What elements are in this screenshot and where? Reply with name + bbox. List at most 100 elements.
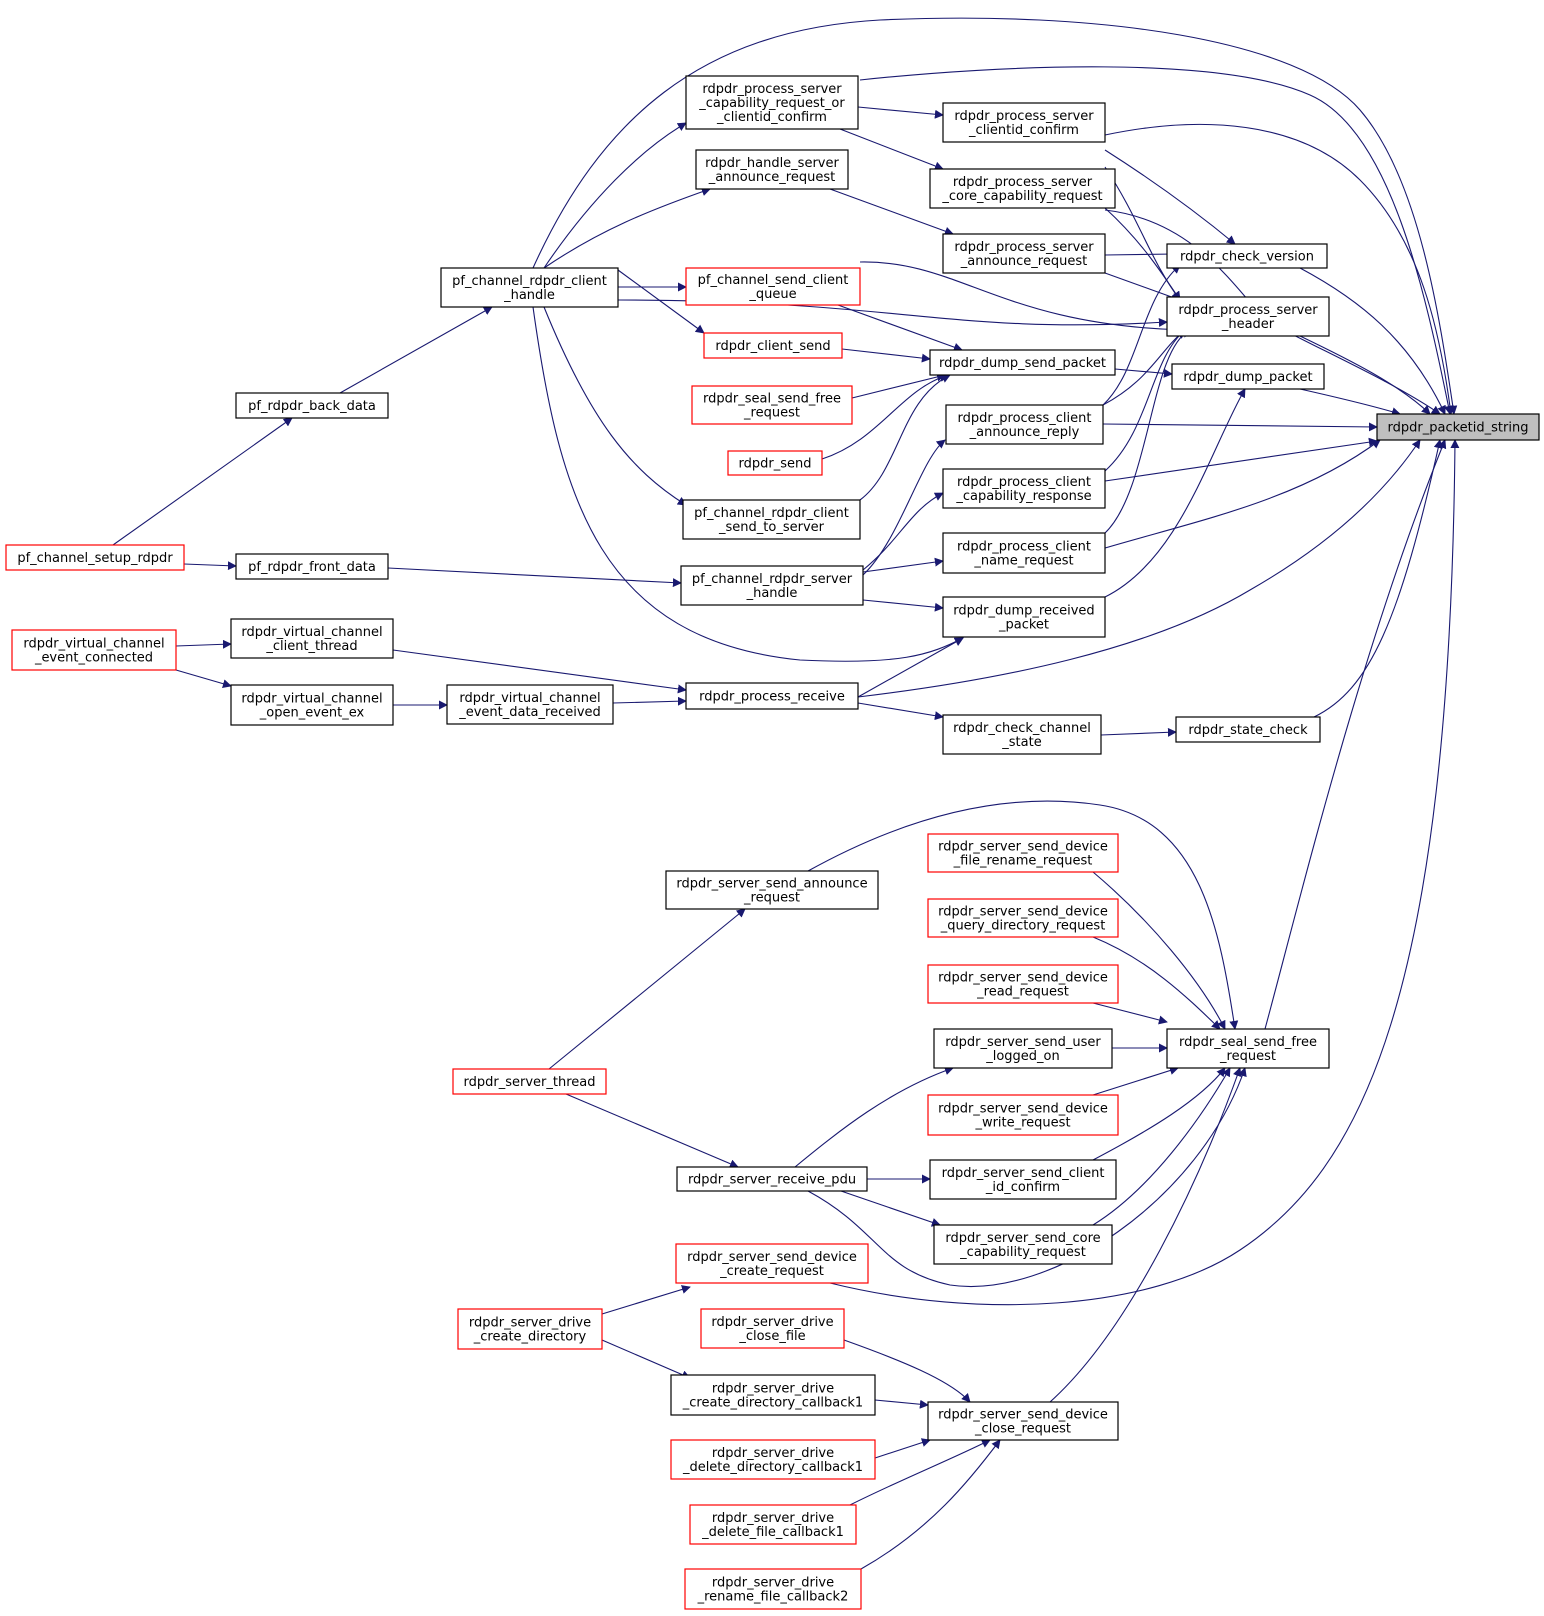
node-rdpdr-process-client-announce-reply[interactable]: rdpdr_process_client_announce_reply: [945, 404, 1104, 445]
node-rdpdr-process-receive[interactable]: rdpdr_process_receive: [685, 682, 859, 710]
node-rdpdr-virtual-channel-event-connected[interactable]: rdpdr_virtual_channel_event_connected: [11, 629, 177, 671]
node-rdpdr-seal-send-free-request-ext[interactable]: rdpdr_seal_send_free_request: [691, 385, 853, 425]
callee-edge: [874, 1399, 929, 1409]
node-rdpdr-server-send-client-id-confirm[interactable]: rdpdr_server_send_client_id_confirm: [929, 1159, 1117, 1200]
node-label: _packet: [998, 618, 1049, 633]
node-rdpdr-server-send-user-logged-on[interactable]: rdpdr_server_send_user_logged_on: [933, 1028, 1113, 1069]
node-box: [703, 332, 843, 359]
node-rdpdr-packetid-string[interactable]: rdpdr_packetid_string: [1376, 413, 1540, 441]
node-label: pf_channel_send_client: [698, 273, 849, 288]
node-label: _request: [743, 891, 800, 906]
node-rdpdr-server-send-device-file-rename-request[interactable]: rdpdr_server_send_device_file_rename_req…: [927, 833, 1119, 873]
node-rdpdr-dump-packet[interactable]: rdpdr_dump_packet: [1171, 363, 1325, 390]
node-pf-channel-setup-rdpdr[interactable]: pf_channel_setup_rdpdr: [5, 544, 185, 571]
node-label: rdpdr_process_client: [958, 411, 1092, 426]
node-label: _create_directory: [473, 1330, 587, 1345]
node-label: pf_rdpdr_front_data: [248, 560, 376, 575]
node-label: rdpdr_server_drive: [712, 1382, 834, 1397]
callee-edge: [565, 1093, 739, 1168]
node-pf-channel-rdpdr-server-handle[interactable]: pf_channel_rdpdr_server_handle: [680, 565, 864, 606]
node-rdpdr-state-check[interactable]: rdpdr_state_check: [1175, 716, 1321, 743]
callee-edge: [837, 304, 963, 352]
node-label: rdpdr_seal_send_free: [1179, 1035, 1317, 1050]
node-rdpdr-server-receive-pdu[interactable]: rdpdr_server_receive_pdu: [676, 1166, 868, 1192]
node-rdpdr-virtual-channel-client-thread[interactable]: rdpdr_virtual_channel_client_thread: [230, 618, 394, 659]
node-rdpdr-server-send-device-read-request[interactable]: rdpdr_server_send_device_read_request: [927, 964, 1119, 1004]
node-rdpdr-check-version[interactable]: rdpdr_check_version: [1166, 243, 1328, 269]
node-rdpdr-process-server-clientid-confirm[interactable]: rdpdr_process_server_clientid_confirm: [942, 102, 1106, 143]
node-rdpdr-client-send[interactable]: rdpdr_client_send: [703, 332, 843, 359]
node-label: _delete_file_callback1: [701, 1525, 844, 1540]
node-rdpdr-process-client-capability-response[interactable]: rdpdr_process_client_capability_response: [942, 468, 1106, 509]
callee-edge: [1092, 1002, 1168, 1025]
callee-edge: [1092, 936, 1221, 1030]
node-rdpdr-server-drive-create-directory[interactable]: rdpdr_server_drive_create_directory: [457, 1308, 603, 1350]
node-rdpdr-server-drive-create-directory-callback1[interactable]: rdpdr_server_drive_create_directory_call…: [670, 1374, 876, 1416]
node-rdpdr-server-send-device-query-directory-request[interactable]: rdpdr_server_send_device_query_directory…: [927, 898, 1119, 938]
node-rdpdr-server-drive-rename-file-callback2[interactable]: rdpdr_server_drive_rename_file_callback2: [684, 1568, 862, 1610]
node-label: _logged_on: [985, 1049, 1060, 1064]
node-rdpdr-server-drive-delete-file-callback1[interactable]: rdpdr_server_drive_delete_file_callback1: [689, 1504, 857, 1545]
node-rdpdr-handle-server-announce-request[interactable]: rdpdr_handle_server_announce_request: [695, 149, 849, 190]
node-label: rdpdr_server_send_announce: [676, 877, 867, 892]
call-edges: [112, 17, 1460, 1570]
node-label: _file_rename_request: [953, 854, 1093, 869]
node-label: _id_confirm: [985, 1180, 1060, 1195]
node-box: [685, 267, 861, 306]
callee-edge: [857, 637, 964, 698]
node-box: [927, 964, 1119, 1004]
callee-edge: [339, 306, 493, 394]
callee-edge: [543, 187, 711, 269]
node-rdpdr-server-send-device-write-request[interactable]: rdpdr_server_send_device_write_request: [927, 1094, 1119, 1136]
node-rdpdr-seal-send-free-request[interactable]: rdpdr_seal_send_free_request: [1166, 1028, 1330, 1069]
node-label: rdpdr_dump_packet: [1183, 370, 1312, 385]
node-box: [1171, 363, 1325, 390]
node-label: _announce_request: [708, 170, 835, 185]
node-label: _handle: [503, 288, 555, 303]
node-rdpdr-server-send-announce-request[interactable]: rdpdr_server_send_announce_request: [665, 870, 879, 910]
node-rdpdr-dump-received-packet[interactable]: rdpdr_dump_received_packet: [942, 596, 1106, 638]
node-label: _request: [1219, 1049, 1276, 1064]
node-rdpdr-check-channel-state[interactable]: rdpdr_check_channel_state: [942, 714, 1102, 755]
node-pf-rdpdr-front-data[interactable]: pf_rdpdr_front_data: [235, 553, 389, 580]
node-rdpdr-process-server-capability-request-or-clientid-confirm[interactable]: rdpdr_process_server_capability_request_…: [685, 75, 859, 130]
node-rdpdr-server-drive-delete-directory-callback1[interactable]: rdpdr_server_drive_delete_directory_call…: [670, 1439, 876, 1480]
node-rdpdr-server-send-device-close-request[interactable]: rdpdr_server_send_device_close_request: [927, 1401, 1119, 1441]
node-rdpdr-process-server-header[interactable]: rdpdr_process_server_header: [1166, 296, 1330, 337]
node-pf-rdpdr-back-data[interactable]: pf_rdpdr_back_data: [235, 392, 389, 419]
node-rdpdr-virtual-channel-event-data-received[interactable]: rdpdr_virtual_channel_event_data_receive…: [446, 684, 614, 725]
node-rdpdr-server-thread[interactable]: rdpdr_server_thread: [452, 1068, 607, 1095]
callee-edge: [387, 567, 682, 588]
node-pf-channel-rdpdr-client-send-to-server[interactable]: pf_channel_rdpdr_client_send_to_server: [682, 499, 861, 540]
node-label: rdpdr_virtual_channel: [241, 692, 382, 707]
node-label: _announce_reply: [969, 425, 1080, 440]
node-box: [665, 870, 879, 910]
node-box: [457, 1308, 603, 1350]
callee-edge: [617, 269, 705, 334]
node-pf-channel-send-client-queue[interactable]: pf_channel_send_client_queue: [685, 267, 861, 306]
callee-edge: [841, 348, 931, 363]
callee-edge: [857, 439, 1421, 698]
callee-edge: [1104, 207, 1181, 301]
node-label: rdpdr_process_client: [957, 475, 1091, 490]
node-rdpdr-process-server-announce-request[interactable]: rdpdr_process_server_announce_request: [942, 233, 1106, 274]
node-rdpdr-server-send-device-create-request[interactable]: rdpdr_server_send_device_create_request: [675, 1243, 869, 1284]
callee-edge: [1104, 329, 1191, 534]
node-label: _delete_directory_callback1: [682, 1460, 863, 1475]
callee-edge: [1104, 166, 1181, 301]
node-label: rdpdr_process_server: [1178, 303, 1318, 318]
node-label: rdpdr_server_send_device: [687, 1250, 857, 1265]
node-pf-channel-rdpdr-client-handle[interactable]: pf_channel_rdpdr_client_handle: [440, 267, 619, 308]
callee-edge: [843, 1339, 971, 1403]
node-rdpdr-process-client-name-request[interactable]: rdpdr_process_client_name_request: [942, 532, 1106, 574]
node-rdpdr-send[interactable]: rdpdr_send: [727, 450, 823, 476]
node-label: _client_thread: [265, 639, 357, 654]
node-rdpdr-dump-send-packet[interactable]: rdpdr_dump_send_packet: [929, 349, 1116, 376]
node-rdpdr-server-send-core-capability-request[interactable]: rdpdr_server_send_core_capability_reques…: [933, 1224, 1113, 1265]
callee-edge: [1092, 1067, 1226, 1161]
node-label: rdpdr_state_check: [1188, 723, 1308, 738]
node-rdpdr-process-server-core-capability-request[interactable]: rdpdr_process_server_core_capability_req…: [929, 168, 1116, 209]
callee-edge: [1299, 335, 1431, 415]
node-rdpdr-server-drive-close-file[interactable]: rdpdr_server_drive_close_file: [700, 1308, 845, 1349]
node-rdpdr-virtual-channel-open-event-ex[interactable]: rdpdr_virtual_channel_open_event_ex: [230, 684, 394, 726]
